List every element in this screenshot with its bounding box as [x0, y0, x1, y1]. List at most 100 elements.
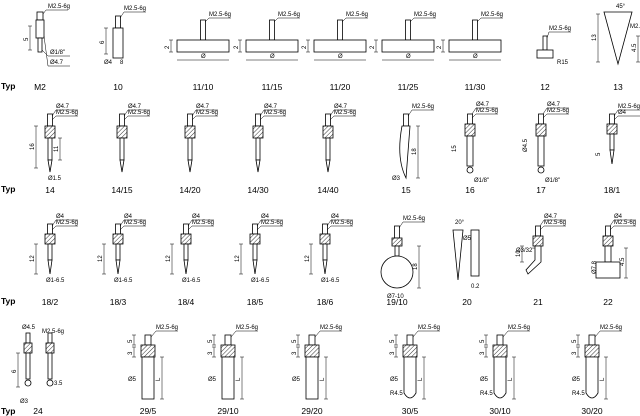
- callout-text: M2.5-6g: [600, 325, 622, 331]
- thread-stud: [115, 15, 121, 29]
- dimension-text: Ø5: [572, 377, 581, 383]
- leader-line: [119, 11, 125, 19]
- callout-text: M2.5-6g: [403, 216, 425, 222]
- thread-stud: [224, 334, 232, 346]
- dimension-text: Ø3: [392, 176, 401, 182]
- dimension-text: 12: [30, 255, 36, 262]
- dimension-text: R15: [557, 60, 569, 66]
- dimension-text: R4.5: [572, 391, 585, 397]
- dimension-text: Ø1-6.5: [251, 278, 270, 284]
- callout-text: Ø1/8": [50, 50, 65, 56]
- dimension-text: 5: [24, 37, 30, 41]
- dimension-text: Ø4.5: [523, 138, 529, 152]
- leader-line: [341, 17, 347, 23]
- dimension-text: 3: [128, 351, 134, 355]
- callout-text: Ø4.7: [50, 60, 64, 66]
- type-number-label: 30/20: [581, 406, 603, 416]
- probe-shank: [47, 243, 53, 261]
- dimension-text: 12: [166, 255, 172, 262]
- dimension-text: Ø: [406, 54, 411, 60]
- leader-line: [51, 219, 57, 227]
- dimension-text: Ø1-6.5: [114, 278, 133, 284]
- knurled-collar: [391, 237, 403, 247]
- leader-line: [326, 225, 332, 231]
- dimension-text: Ø5: [463, 236, 472, 242]
- knurled-collar: [304, 344, 320, 358]
- callout-text: Ø4: [124, 214, 133, 220]
- leader-line: [476, 17, 482, 23]
- probe-shank: [609, 133, 615, 151]
- probe-point: [252, 259, 258, 275]
- leader-line: [613, 109, 619, 117]
- type-number-label: 19/10: [386, 297, 408, 307]
- type-number-label: 30/10: [489, 406, 511, 416]
- type-number-label: 30/5: [402, 406, 419, 416]
- knurled-collar: [584, 344, 600, 358]
- callout-text: Ø4: [618, 110, 627, 116]
- type-number-label: 15: [401, 185, 411, 195]
- dimension-text: 6: [12, 369, 18, 373]
- type-number-label: 13: [613, 82, 623, 92]
- dimension-text: 5: [208, 339, 214, 343]
- callout-text: M2.5-6g: [549, 26, 571, 32]
- type-number-label: 18/1: [604, 185, 621, 195]
- type-number-label: 11/15: [262, 82, 283, 92]
- callout-text: M2.5-6g: [412, 104, 434, 110]
- thread-stud: [538, 113, 544, 125]
- ball-tip: [537, 166, 545, 174]
- thread-stud: [119, 113, 125, 127]
- callout-text: M2.5-6g: [156, 325, 178, 331]
- callout-text: Ø4.7: [264, 104, 278, 110]
- type-number-label: 11/20: [330, 82, 351, 92]
- leader-line: [329, 109, 335, 117]
- thread-stud: [255, 113, 261, 127]
- leader-line: [150, 330, 157, 338]
- leader-line: [51, 225, 57, 231]
- knurled-collar: [23, 342, 33, 354]
- type-number-label: 14/30: [247, 185, 269, 195]
- dimension-text: 3: [572, 351, 578, 355]
- flat-foot: [595, 261, 621, 279]
- callout-text: M2.5-6g: [124, 6, 146, 12]
- dimension-text: L: [418, 377, 424, 381]
- dimension-text: 3: [390, 351, 396, 355]
- callout-text: M2.5-6g: [56, 220, 78, 226]
- callout-text: M2.5-6g: [614, 220, 636, 226]
- type-number-label: 18/5: [247, 297, 264, 307]
- probe-shank: [325, 137, 331, 161]
- dimension-text: 16: [30, 143, 36, 150]
- leader-line: [326, 219, 332, 227]
- callout-text: M2.5-6g: [320, 325, 342, 331]
- callout-text: Ø4.7: [547, 102, 561, 108]
- dimension-text: Ø1-6.5: [182, 278, 201, 284]
- knurled-collar: [322, 125, 334, 139]
- dimension-text: 5: [596, 152, 602, 156]
- dimension-text: 2: [370, 45, 376, 49]
- leader-line: [256, 219, 262, 227]
- thread-stud: [542, 35, 548, 51]
- leader-line: [329, 115, 335, 121]
- callout-text: M2.5-6g: [236, 325, 258, 331]
- knurled-collar: [464, 123, 476, 137]
- needle-point: [187, 159, 193, 173]
- leader-line: [613, 115, 619, 121]
- dimension-text: 12: [305, 255, 311, 262]
- typ-label-row-4: Typ: [1, 406, 15, 416]
- knurled-collar: [45, 342, 55, 354]
- dimension-text: 5: [572, 339, 578, 343]
- dimension-text: 11: [54, 145, 60, 152]
- leader-line: [191, 109, 197, 117]
- thread-stud: [609, 113, 615, 125]
